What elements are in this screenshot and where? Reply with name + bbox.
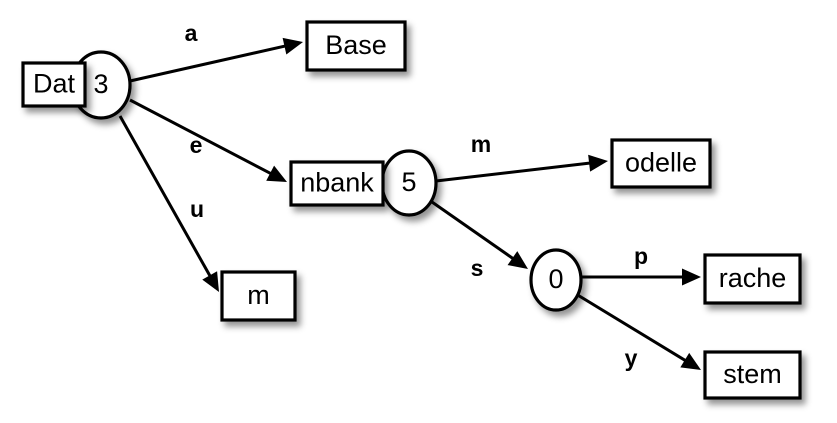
node-box-stem[interactable]: stem: [703, 350, 802, 400]
edge-e: [129, 98, 287, 182]
edge-m: [435, 154, 608, 183]
arrow-head-icon: [680, 352, 701, 370]
node-box-odelle[interactable]: odelle: [610, 138, 712, 189]
arrow-head-icon: [266, 165, 287, 182]
edge-label-a: a: [185, 20, 198, 46]
arrow-head-icon: [682, 268, 701, 286]
node-box-shape: [610, 138, 712, 189]
node-label: Dat: [33, 69, 76, 99]
arrow-head-icon: [588, 154, 608, 172]
edge-line: [118, 115, 213, 280]
edge-line: [129, 43, 289, 83]
node-box-shape: [220, 270, 297, 322]
node-box-shape: [703, 253, 802, 305]
node-box-shape: [21, 61, 87, 108]
edge-label-y: y: [625, 345, 638, 371]
edge-s: [431, 200, 528, 269]
node-box-shape: [289, 160, 385, 207]
node-box-dat[interactable]: Dat: [21, 61, 87, 108]
edge-label-m: m: [471, 131, 491, 157]
edge-line: [129, 98, 274, 177]
node-box-m[interactable]: m: [220, 270, 297, 322]
node-box-shape: [703, 350, 802, 400]
edge-line: [431, 200, 517, 262]
edge-label-u: u: [190, 196, 204, 222]
node-box-nbank[interactable]: nbank: [289, 160, 385, 207]
edges-group: [118, 37, 701, 370]
nodes-group: 3 5 0 Dat Base nbank m odelle rache stem: [21, 20, 802, 400]
node-label: Base: [325, 30, 387, 60]
edge-p: [581, 268, 701, 286]
node-box-rache[interactable]: rache: [703, 253, 802, 305]
node-ellipse-0[interactable]: 0: [529, 248, 583, 312]
node-box-shape: [305, 20, 407, 72]
node-label: stem: [723, 359, 782, 389]
edge-labels-group: a e u m s p y: [185, 20, 648, 371]
edge-label-e: e: [190, 132, 203, 158]
node-label: 5: [401, 167, 416, 197]
edge-a: [129, 37, 303, 83]
node-label: m: [247, 280, 270, 310]
node-label: 3: [93, 69, 108, 99]
edge-y: [575, 292, 701, 370]
edge-line: [435, 161, 593, 183]
node-box-base[interactable]: Base: [305, 20, 407, 72]
node-label: 0: [548, 264, 563, 294]
arrow-head-icon: [507, 251, 528, 269]
arrow-head-icon: [202, 271, 219, 292]
node-ellipse-5[interactable]: 5: [380, 149, 438, 217]
node-label: nbank: [300, 168, 374, 198]
node-label: rache: [719, 263, 787, 293]
node-label: odelle: [625, 148, 697, 178]
edge-line: [575, 292, 689, 364]
edge-label-s: s: [471, 255, 484, 281]
node-ellipse-shape: [529, 248, 583, 312]
edge-label-p: p: [634, 243, 648, 269]
arrow-head-icon: [282, 37, 303, 55]
edge-u: [118, 115, 219, 292]
